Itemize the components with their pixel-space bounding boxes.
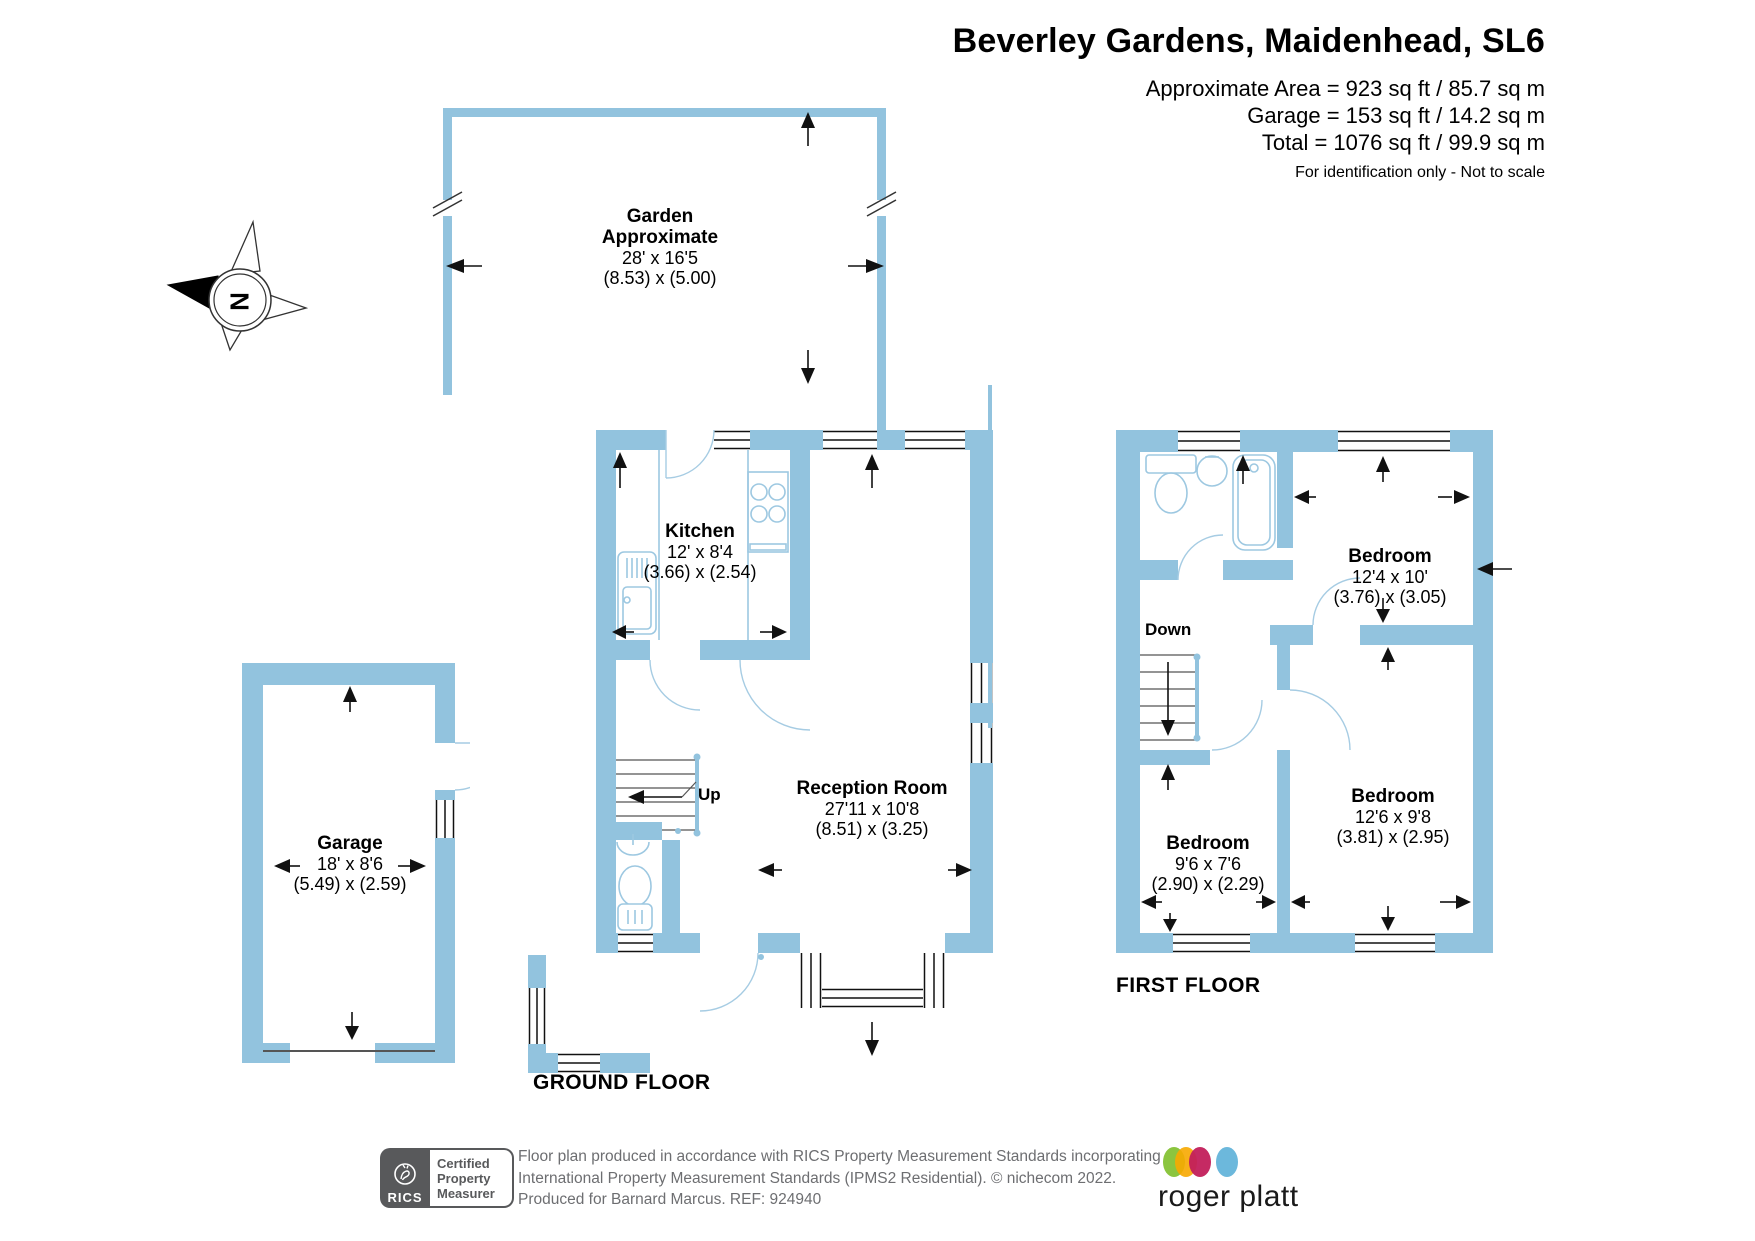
rics-certified-badge: RICS Certified Property Measurer — [380, 1148, 514, 1208]
disclaimer-line-2: International Property Measurement Stand… — [518, 1169, 1117, 1187]
stairs-down-label: Down — [1145, 620, 1192, 639]
header: Beverley Gardens, Maidenhead, SL6 Approx… — [953, 22, 1545, 182]
room-label-kitchen: Kitchen 12' x 8'4 (3.66) x (2.54) — [643, 521, 757, 582]
ground-floor-plan — [432, 108, 993, 1073]
stairs-up-label: Up — [698, 785, 721, 804]
rics-certified-text: Certified Property Measurer — [430, 1148, 514, 1208]
first-floor-plan — [988, 385, 1512, 953]
room-label-reception: Reception Room 27'11 x 10'8 (8.51) x (3.… — [796, 778, 948, 839]
scale-note: For identification only - Not to scale — [1295, 164, 1545, 181]
brand-name: roger platt — [1158, 1180, 1299, 1213]
garage-area: Garage = 153 sq ft / 14.2 sq m — [1247, 103, 1545, 128]
ground-floor-label: GROUND FLOOR — [533, 1071, 711, 1094]
room-label-garage: Garage 18' x 8'6 (5.49) x (2.59) — [293, 833, 407, 894]
room-label-bedroom-2: Bedroom 12'6 x 9'8 (3.81) x (2.95) — [1336, 786, 1450, 847]
compass-north-label: N — [224, 292, 255, 311]
total-area: Total = 1076 sq ft / 99.9 sq m — [1261, 130, 1545, 155]
roger-platt-logo-icon — [1163, 1147, 1238, 1177]
room-label-bedroom-3: Bedroom 9'6 x 7'6 (2.90) x (2.29) — [1151, 833, 1265, 894]
rics-lion-icon — [394, 1163, 416, 1185]
room-label-garden: Garden Approximate 28' x 16'5 (8.53) x (… — [601, 206, 719, 288]
rics-acronym: RICS — [387, 1190, 423, 1205]
disclaimer-line-3: Produced for Barnard Marcus. REF: 924940 — [518, 1191, 822, 1208]
approximate-area: Approximate Area = 923 sq ft / 85.7 sq m — [1145, 76, 1545, 101]
room-label-bedroom-1: Bedroom 12'4 x 10' (3.76) x (3.05) — [1333, 546, 1447, 607]
garage-plan — [242, 663, 470, 1063]
disclaimer-line-1: Floor plan produced in accordance with R… — [518, 1148, 1161, 1165]
footer-disclaimer: Floor plan produced in accordance with R… — [518, 1146, 1161, 1211]
rics-logo: RICS — [380, 1148, 430, 1208]
first-floor-label: FIRST FLOOR — [1116, 974, 1261, 997]
compass-icon — [166, 219, 309, 352]
page-title: Beverley Gardens, Maidenhead, SL6 — [952, 22, 1545, 60]
